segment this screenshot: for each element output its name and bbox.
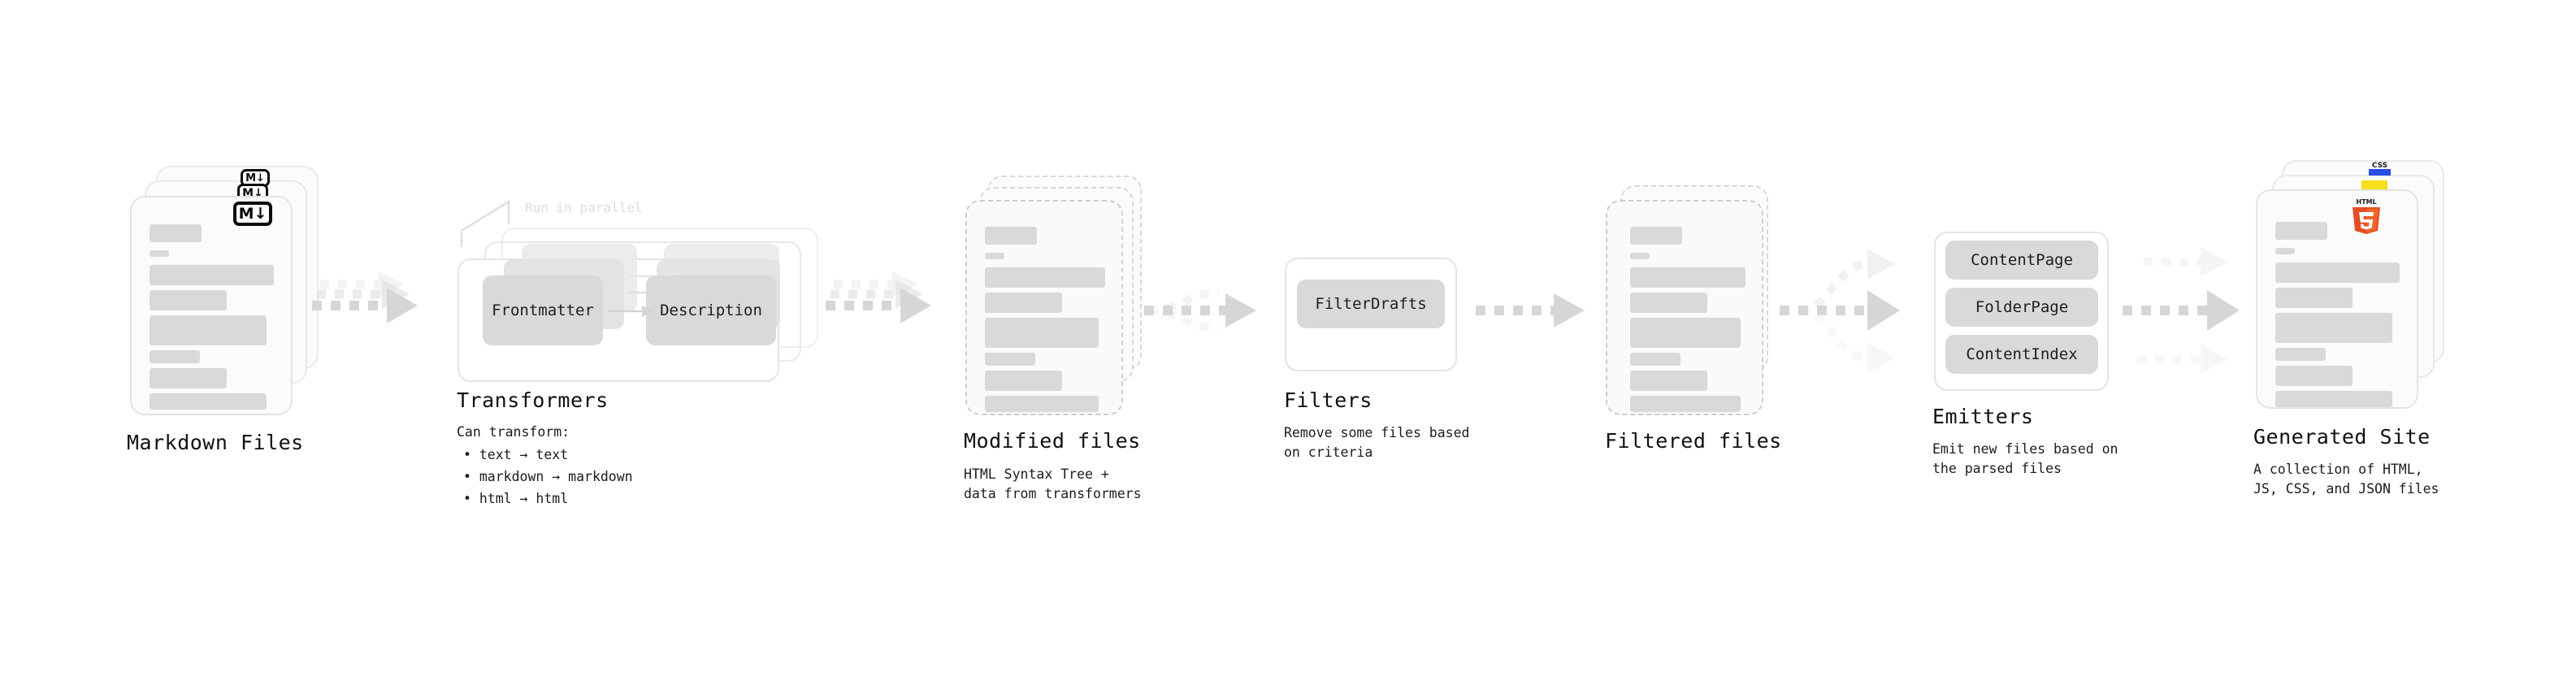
skel-bar <box>2275 288 2353 308</box>
connector-markdown-to-transformers <box>312 271 418 323</box>
skel-bar <box>2275 391 2392 407</box>
emitter-pill-folderpage[interactable]: FolderPage <box>1945 288 2098 327</box>
stage-title-modified-files: Modified files <box>964 429 1141 453</box>
transformers-bullet-0: • text → text <box>463 447 569 462</box>
skel-bar <box>1630 318 1741 348</box>
transformers-bullet-1: • markdown → markdown <box>463 469 633 484</box>
skel-bar <box>1630 253 1650 259</box>
emitter-pill-contentpage[interactable]: ContentPage <box>1945 241 2098 280</box>
connector-filtered-to-emitters <box>1780 249 1900 373</box>
modified-file-card <box>965 200 1123 415</box>
stage-title-generated-site: Generated Site <box>2253 425 2431 449</box>
skel-bar <box>1630 293 1707 313</box>
filter-pill-filterdrafts[interactable]: FilterDrafts <box>1297 280 1445 328</box>
transformer-pill-frontmatter[interactable]: Frontmatter <box>483 275 603 345</box>
filtered-file-card <box>1606 200 1763 415</box>
connector-transformers-to-modified <box>826 271 931 323</box>
css-icon: CSS <box>2369 162 2391 176</box>
transformer-inner-arrow <box>608 306 653 317</box>
run-in-parallel-bracket <box>460 199 510 247</box>
emitter-pill-contentindex[interactable]: ContentIndex <box>1945 335 2098 374</box>
run-in-parallel-label: Run in parallel <box>525 200 643 215</box>
connector-modified-to-filters <box>1144 288 1256 332</box>
skel-bar <box>150 224 202 242</box>
skel-bar <box>1630 371 1707 391</box>
skel-bar <box>150 393 267 410</box>
skel-bar <box>985 396 1099 412</box>
markdown-file-card <box>130 196 293 415</box>
skel-bar <box>1630 227 1682 245</box>
skel-bar <box>985 227 1037 245</box>
emitters-subtitle: Emit new files based on the parsed files <box>1932 441 2118 476</box>
stage-title-transformers: Transformers <box>457 388 609 412</box>
transformer-pill-description[interactable]: Description <box>646 275 776 345</box>
generated-site-card <box>2256 189 2418 409</box>
stage-title-filtered-files: Filtered files <box>1605 429 1782 453</box>
skel-bar <box>1630 396 1741 412</box>
generated-site-subtitle: A collection of HTML, JS, CSS, and JSON … <box>2253 462 2439 497</box>
skel-bar <box>985 353 1035 366</box>
transformers-subtitle: Can transform: <box>457 424 570 440</box>
skel-bar <box>985 371 1062 391</box>
stage-title-markdown-files: Markdown Files <box>127 431 304 454</box>
filters-subtitle: Remove some files based on criteria <box>1284 425 1470 460</box>
skel-bar <box>985 253 1004 259</box>
skel-bar <box>985 293 1062 313</box>
stage-title-filters: Filters <box>1284 388 1373 412</box>
skel-bar <box>150 290 227 310</box>
skel-bar <box>150 250 169 257</box>
skel-bar <box>150 368 227 388</box>
css-icon-label: CSS <box>2369 162 2391 169</box>
connector-filters-to-filtered <box>1476 293 1585 327</box>
skel-bar <box>2275 348 2326 361</box>
skel-bar <box>150 350 200 363</box>
skel-bar <box>2275 248 2295 254</box>
skel-bar <box>1630 267 1746 288</box>
svg-text:HTML: HTML <box>2356 198 2376 206</box>
skel-bar <box>985 318 1099 348</box>
transformers-bullet-2: • html → html <box>463 491 569 506</box>
html5-icon: HTML <box>2353 198 2380 234</box>
skel-bar <box>2275 262 2400 283</box>
skel-bar <box>2275 222 2327 240</box>
skel-bar <box>2275 313 2392 343</box>
skel-bar <box>150 265 274 285</box>
modified-files-subtitle: HTML Syntax Tree + data from transformer… <box>964 466 1142 501</box>
markdown-icon: M↓ <box>233 202 272 226</box>
skel-bar <box>985 267 1105 288</box>
connector-emitters-to-site <box>2123 247 2240 374</box>
skel-bar <box>150 315 267 345</box>
skel-bar <box>2275 366 2353 386</box>
skel-bar <box>1630 353 1680 366</box>
stage-title-emitters: Emitters <box>1932 405 2034 428</box>
